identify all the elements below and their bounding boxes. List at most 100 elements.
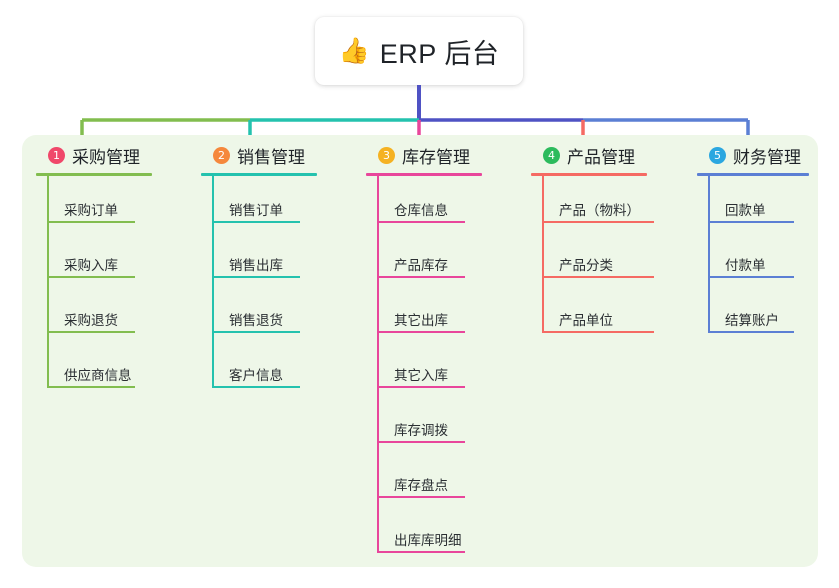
leaf-item-rule [47, 386, 135, 388]
branch-column-1: 1 采购管理采购订单采购入库采购退货供应商信息 [36, 143, 152, 396]
leaf-item[interactable]: 产品单位 [531, 286, 654, 341]
leaf-item-rule [377, 221, 465, 223]
branch-vertical-rail [377, 176, 379, 553]
leaf-item[interactable]: 库存调拨 [366, 396, 482, 451]
leaf-item-rule [212, 331, 300, 333]
leaf-item-rule [377, 331, 465, 333]
leaf-item-label: 出库库明细 [394, 533, 462, 548]
leaf-item-label: 采购订单 [64, 203, 118, 218]
leaf-item-label: 销售订单 [229, 203, 283, 218]
leaf-item[interactable]: 销售退货 [201, 286, 317, 341]
branch-vertical-rail [212, 176, 214, 388]
branch-title-label: 采购管理 [72, 147, 140, 167]
leaf-item-rule [377, 386, 465, 388]
leaf-item[interactable]: 销售订单 [201, 176, 317, 231]
branch-header-1[interactable]: 1 采购管理 [36, 143, 152, 167]
leaf-item[interactable]: 产品（物料） [531, 176, 654, 231]
root-node-label: ERP 后台 [379, 38, 500, 69]
branch-index-badge: 5 [709, 146, 726, 164]
leaf-item-rule [377, 441, 465, 443]
branch-title-label: 财务管理 [733, 147, 801, 167]
branch-index-badge: 3 [378, 146, 395, 164]
branch-header-4[interactable]: 4 产品管理 [531, 143, 647, 167]
leaf-item-label: 销售退货 [229, 313, 283, 328]
leaf-item-label: 产品（物料） [559, 203, 640, 218]
leaf-item-label: 结算账户 [725, 313, 779, 328]
branch-title-label: 销售管理 [237, 147, 305, 167]
branch-header-3[interactable]: 3 库存管理 [366, 143, 482, 167]
branch-index-badge: 4 [543, 146, 560, 164]
branch-header-rule [697, 173, 809, 176]
leaf-item-label: 仓库信息 [394, 203, 448, 218]
leaf-item-rule [212, 221, 300, 223]
branch-header-rule [36, 173, 152, 176]
leaf-item-label: 库存盘点 [394, 478, 448, 493]
leaf-item[interactable]: 客户信息 [201, 341, 317, 396]
leaf-item-label: 产品单位 [559, 313, 613, 328]
leaf-item[interactable]: 回款单 [697, 176, 809, 231]
branches-panel [22, 135, 818, 567]
leaf-item[interactable]: 采购退货 [36, 286, 152, 341]
leaf-item-rule [377, 551, 465, 553]
leaf-item[interactable]: 产品库存 [366, 231, 482, 286]
branch-header-rule [201, 173, 317, 176]
leaf-item-rule [708, 276, 794, 278]
branch-vertical-rail [708, 176, 710, 333]
leaf-item-label: 采购退货 [64, 313, 118, 328]
branch-column-2: 2 销售管理销售订单销售出库销售退货客户信息 [201, 143, 317, 396]
branch-title-label: 库存管理 [402, 147, 470, 167]
leaf-item-rule [212, 386, 300, 388]
leaf-item[interactable]: 出库库明细 [366, 506, 482, 561]
leaf-item-label: 供应商信息 [64, 368, 132, 383]
leaf-item[interactable]: 结算账户 [697, 286, 809, 341]
leaf-item-rule [47, 276, 135, 278]
branch-header-rule [531, 173, 647, 176]
leaf-item-rule [708, 331, 794, 333]
leaf-item-label: 回款单 [725, 203, 766, 218]
leaf-item-label: 库存调拨 [394, 423, 448, 438]
branch-items: 采购订单采购入库采购退货供应商信息 [36, 176, 152, 396]
leaf-item-label: 产品分类 [559, 258, 613, 273]
leaf-item-rule [377, 496, 465, 498]
leaf-item-rule [47, 221, 135, 223]
leaf-item[interactable]: 采购入库 [36, 231, 152, 286]
leaf-item[interactable]: 采购订单 [36, 176, 152, 231]
leaf-item-rule [212, 276, 300, 278]
leaf-item-label: 客户信息 [229, 368, 283, 383]
branch-items: 仓库信息产品库存其它出库其它入库库存调拨库存盘点出库库明细 [366, 176, 482, 561]
leaf-item-rule [377, 276, 465, 278]
leaf-item-rule [542, 221, 654, 223]
branch-index-badge: 1 [48, 146, 65, 164]
leaf-item-label: 产品库存 [394, 258, 448, 273]
leaf-item[interactable]: 其它入库 [366, 341, 482, 396]
leaf-item-label: 其它出库 [394, 313, 448, 328]
branch-vertical-rail [47, 176, 49, 388]
branch-items: 产品（物料） 产品分类产品单位 [531, 176, 654, 341]
leaf-item-rule [542, 331, 654, 333]
branch-items: 销售订单销售出库销售退货客户信息 [201, 176, 317, 396]
branch-column-3: 3 库存管理仓库信息产品库存其它出库其它入库库存调拨库存盘点出库库明细 [366, 143, 482, 561]
branch-column-4: 4 产品管理产品（物料） 产品分类产品单位 [531, 143, 654, 341]
leaf-item[interactable]: 仓库信息 [366, 176, 482, 231]
leaf-item[interactable]: 供应商信息 [36, 341, 152, 396]
root-node-erp-backend[interactable]: 👍 ERP 后台 [315, 17, 523, 85]
leaf-item[interactable]: 产品分类 [531, 231, 654, 286]
leaf-item-rule [708, 221, 794, 223]
leaf-item-label: 付款单 [725, 258, 766, 273]
branch-header-2[interactable]: 2 销售管理 [201, 143, 317, 167]
leaf-item-label: 采购入库 [64, 258, 118, 273]
leaf-item[interactable]: 付款单 [697, 231, 809, 286]
leaf-item-rule [47, 331, 135, 333]
thumbs-up-icon: 👍 [338, 36, 370, 65]
leaf-item[interactable]: 销售出库 [201, 231, 317, 286]
branch-items: 回款单付款单结算账户 [697, 176, 809, 341]
leaf-item[interactable]: 库存盘点 [366, 451, 482, 506]
leaf-item-label: 销售出库 [229, 258, 283, 273]
branch-header-5[interactable]: 5 财务管理 [697, 143, 809, 167]
branch-index-badge: 2 [213, 146, 230, 164]
branch-header-rule [366, 173, 482, 176]
leaf-item[interactable]: 其它出库 [366, 286, 482, 341]
branch-title-label: 产品管理 [567, 147, 635, 167]
leaf-item-label: 其它入库 [394, 368, 448, 383]
